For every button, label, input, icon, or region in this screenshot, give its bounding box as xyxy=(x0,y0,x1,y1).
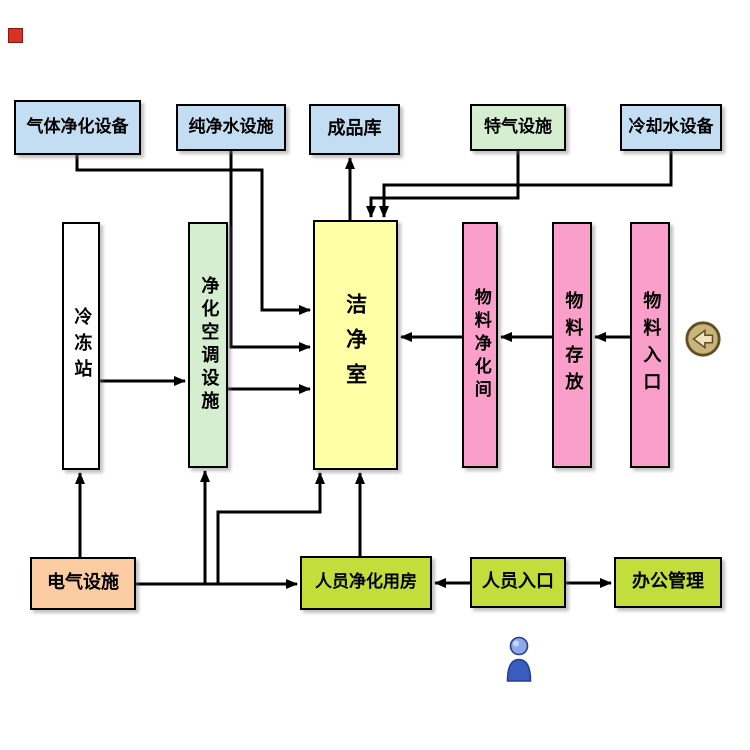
node-material-entrance: 物料入口 xyxy=(630,222,670,468)
node-cleanroom: 洁净室 xyxy=(313,220,398,470)
node-electrical-facility: 电气设施 xyxy=(30,557,136,610)
red-marker-icon xyxy=(8,28,23,43)
node-pure-water-facility: 纯净水设施 xyxy=(176,104,286,151)
node-office-management: 办公管理 xyxy=(614,557,722,608)
node-personnel-entrance: 人员入口 xyxy=(470,557,566,608)
node-purification-hvac-facility: 净化空调设施 xyxy=(188,222,228,468)
node-cooling-water-equipment: 冷却水设备 xyxy=(620,104,722,151)
arrow-specialgas-to-cleanroom xyxy=(366,151,520,218)
node-personnel-purification-room: 人员净化用房 xyxy=(300,556,432,610)
node-material-storage: 物料存放 xyxy=(552,222,592,468)
node-special-gas-facility: 特气设施 xyxy=(470,104,566,151)
node-freezing-station: 冷冻站 xyxy=(62,222,100,470)
node-gas-purification-equipment: 气体净化设备 xyxy=(14,100,141,155)
back-arrow-icon xyxy=(685,321,721,357)
arrow-purewater-to-cleanroom xyxy=(229,151,311,352)
node-finished-goods-warehouse: 成品库 xyxy=(309,104,400,155)
arrow-coolingwater-to-cleanroom xyxy=(379,151,673,218)
node-material-purification-room: 物料净化间 xyxy=(462,222,498,468)
arrow-electrical-to-cleanroom xyxy=(216,472,325,584)
arrow-gas-to-cleanroom xyxy=(75,155,311,315)
person-icon xyxy=(506,636,532,682)
